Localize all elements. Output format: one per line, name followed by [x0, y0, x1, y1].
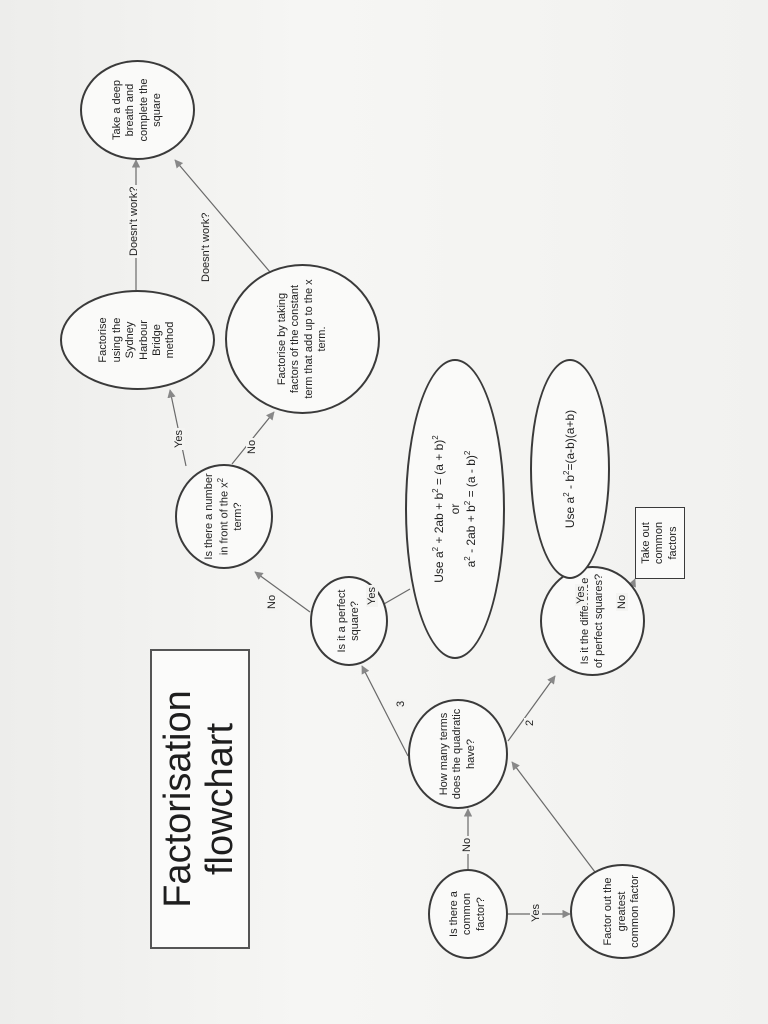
label-two: 2	[524, 717, 537, 728]
label-no-number: No	[246, 437, 259, 456]
edge-factor-out-to-terms	[511, 761, 599, 877]
label-three: 3	[395, 698, 408, 709]
node-difference-formula: Use a2 - b2=(a-b)(a+b)	[530, 359, 610, 579]
node-constant-term: Factorise by taking factors of the const…	[225, 264, 380, 414]
label-yes-number: Yes	[173, 428, 186, 450]
label-yes-difference: Yes	[575, 584, 588, 606]
title-line-2: flowchart	[199, 722, 241, 876]
node-common-factor: Is there a common factor?	[428, 869, 508, 959]
title-box: Factorisation flowchart	[150, 649, 250, 949]
edge-number-to-sydney	[167, 389, 187, 467]
node-take-out: Take out common factors	[635, 507, 685, 579]
title-line-1: Factorisation	[157, 690, 200, 908]
node-sydney-harbour: Factorise using the Sydney Harbour Bridg…	[60, 290, 215, 390]
edge-perfect-square-to-number	[254, 571, 311, 613]
node-number-in-front: Is there a number in front of the x2 ter…	[175, 464, 273, 569]
label-doesnt-work-1: Doesn't work?	[128, 184, 141, 258]
node-how-many-terms: How many terms does the quadratic have?	[408, 699, 508, 809]
node-difference-squares: Is it the difference of perfect squares?	[540, 566, 645, 676]
label-yes-perfect: Yes	[366, 585, 379, 607]
edge-terms-to-perfect-square	[361, 665, 409, 757]
label-no-common: No	[461, 835, 474, 854]
node-perfect-square-formula: Use a2 + 2ab + b2 = (a + b)2 or a2 - 2ab…	[405, 359, 505, 659]
label-yes-common: Yes	[530, 902, 543, 924]
node-factor-out: Factor out the greatest common factor	[570, 864, 675, 959]
label-no-difference: No	[616, 592, 629, 611]
label-no-perfect: No	[266, 592, 279, 611]
label-doesnt-work-2: Doesn't work?	[200, 210, 213, 284]
edge-constant-to-complete	[174, 159, 271, 273]
edge-terms-to-difference	[507, 675, 556, 742]
node-complete-square: Take a deep breath and complete the squa…	[80, 60, 195, 160]
